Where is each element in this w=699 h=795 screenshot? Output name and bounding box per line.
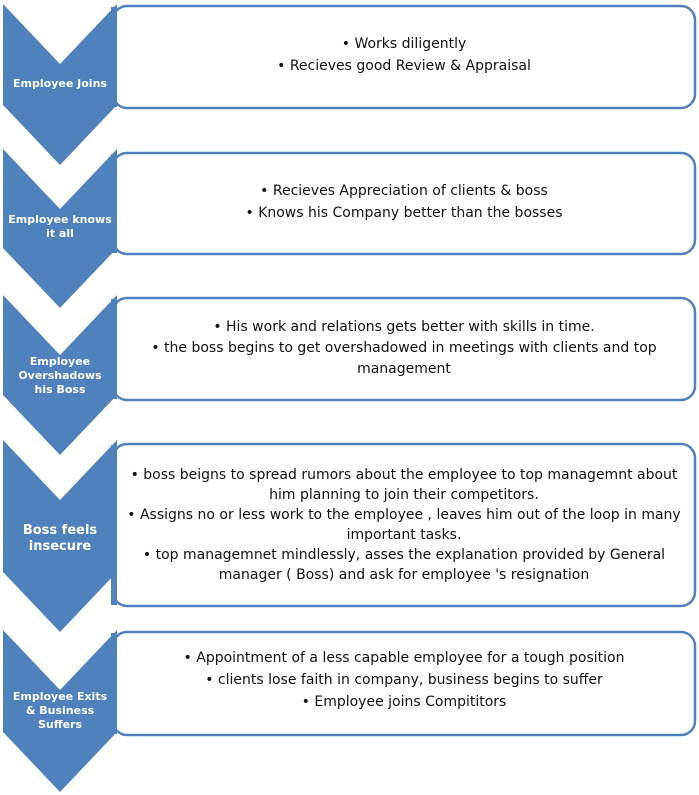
stage-3-box: • His work and relations gets better wit…: [124, 303, 684, 393]
stage-4-bullet-3: • top managemnet mindlessly, asses the e…: [142, 547, 666, 583]
stage-4-bullet-1: • boss beigns to spread rumors about the…: [130, 467, 678, 503]
stage-5-bullet-1: • Appointment of a less capable employee…: [183, 650, 625, 666]
stage-4-label: Boss feels insecure: [22, 523, 98, 554]
stage-1-box: • Works diligently • Recieves good Revie…: [124, 10, 684, 100]
stage-1-bullet-1: • Works diligently: [341, 36, 467, 52]
stage-3-bullet-2: • the boss begins to get overshadowed in…: [151, 339, 657, 377]
stage-5-bullet-2: • clients lose faith in company, busines…: [205, 672, 603, 688]
stage-5-chevron: [3, 630, 117, 792]
stage-2-label: Employee knows it all: [8, 213, 112, 240]
stage-2-chevron: [3, 149, 117, 308]
stage-1-label: Employee Joins: [13, 77, 107, 90]
stage-2-bullet-1: • Recieves Appreciation of clients & bos…: [260, 183, 548, 199]
stage-4-box: • boss beigns to spread rumors about the…: [126, 452, 682, 598]
stage-3-chevron: [3, 295, 117, 455]
stage-4-bullet-2: • Assigns no or less work to the employe…: [127, 507, 681, 543]
stage-4-joint: [111, 445, 117, 605]
stage-3-label: Employee Overshadows his Boss: [18, 355, 102, 396]
stage-1-joint: [111, 7, 117, 107]
stage-1-chevron: [3, 4, 117, 165]
stage-2-joint: [111, 154, 117, 253]
stage-5-bullet-3: • Employee joins Compititors: [301, 694, 507, 710]
stage-1-bullet-2: • Recieves good Review & Appraisal: [277, 58, 531, 74]
stage-3-bullet-1: • His work and relations gets better wit…: [213, 318, 595, 335]
stage-5-box: • Appointment of a less capable employee…: [124, 640, 684, 720]
stage-2-box: • Recieves Appreciation of clients & bos…: [124, 157, 684, 247]
stage-3-joint: [111, 299, 117, 399]
stage-5-label: Employee Exits & Business Suffers: [12, 690, 108, 731]
stage-4-chevron: [3, 440, 117, 632]
stage-2-bullet-2: • Knows his Company better than the boss…: [245, 205, 563, 221]
stage-5-joint: [111, 633, 117, 734]
